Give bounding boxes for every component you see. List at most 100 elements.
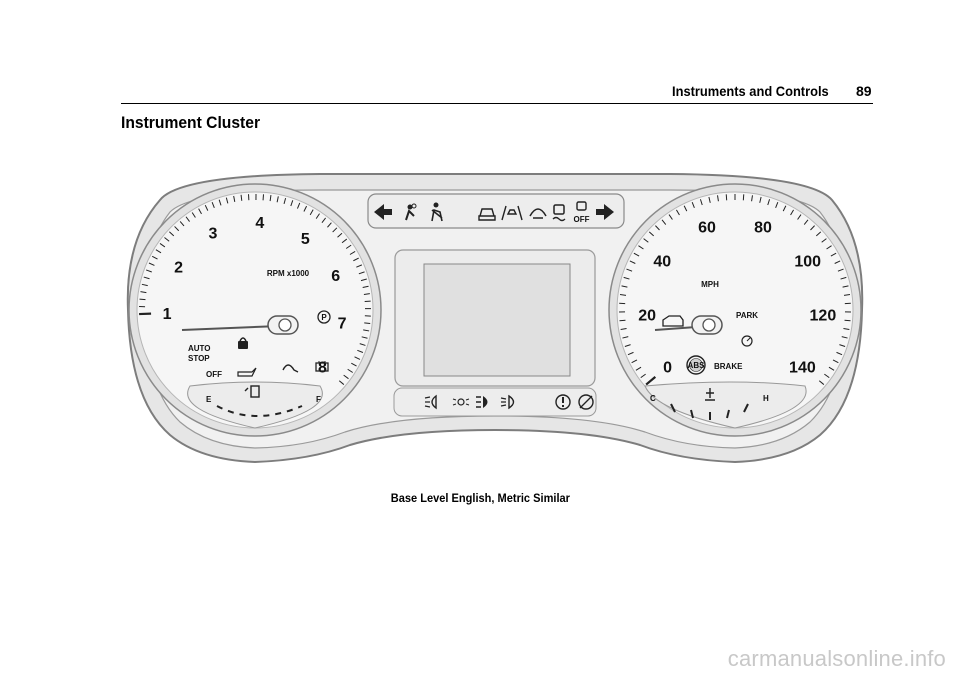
temp-gauge-ticks: [670, 403, 749, 420]
gauge-tick: [211, 202, 215, 208]
gauge-tick: [708, 196, 711, 203]
gauge-tick: [621, 285, 628, 288]
center-display-screen: [423, 263, 571, 377]
tach-number-2: 2: [174, 259, 183, 276]
temp-hot-label: H: [763, 394, 769, 403]
speed-number-20: 20: [638, 307, 656, 324]
gauge-tick: [643, 238, 649, 243]
gauge-tick: [655, 225, 660, 231]
gauge-tick: [842, 285, 849, 288]
headlamp-icon: [500, 394, 515, 410]
gauge-tick: [358, 271, 365, 275]
gauge-tick: [155, 249, 162, 254]
vehicle-ahead-icon: [478, 208, 496, 221]
check-engine-icon: [662, 315, 684, 327]
gauge-tick: [797, 214, 802, 220]
gauge-tick: [645, 376, 657, 386]
speed-number-60: 60: [698, 220, 716, 237]
gauge-tick: [828, 366, 835, 371]
tach-unit-label: RPM x1000: [267, 269, 310, 278]
gauge-tick: [309, 209, 314, 216]
gauge-tick: [218, 199, 222, 206]
gauge-tick: [191, 212, 196, 218]
gauge-tick: [164, 237, 170, 242]
gauge-tick: [351, 362, 357, 367]
section-title: Instrument Cluster: [121, 113, 261, 132]
coolant-temp-icon: [705, 388, 715, 401]
gauge-tick: [357, 349, 364, 353]
gauge-tick: [790, 209, 795, 216]
gauge-tick: [353, 257, 359, 262]
gauge-tick: [691, 202, 695, 208]
gauge-tick: [836, 351, 843, 356]
figure-caption: Base Level English, Metric Similar: [390, 491, 570, 505]
speed-number-100: 100: [794, 253, 821, 270]
gauge-tick: [332, 227, 338, 233]
tach-number-5: 5: [301, 231, 310, 248]
gauge-tick: [631, 359, 638, 364]
gauge-tick: [204, 204, 209, 211]
gauge-tick: [139, 298, 146, 301]
gauge-tick: [343, 374, 349, 380]
bottom-telltale-strip: [393, 387, 597, 417]
gauge-tick: [830, 252, 837, 257]
gauge-tick: [668, 214, 673, 220]
gauge-tick: [225, 197, 229, 204]
gauge-tick: [803, 219, 809, 225]
speed-number-80: 80: [754, 220, 772, 237]
svg-text:P: P: [321, 313, 327, 322]
gauge-tick: [269, 195, 272, 202]
parking-lamps-icon: [452, 398, 470, 406]
auto-stop-off-label: OFF: [206, 370, 222, 379]
gauge-tick: [338, 380, 345, 385]
fuel-empty-label: E: [206, 395, 212, 404]
gauge-tick: [341, 238, 348, 244]
gauge-tick: [626, 268, 633, 272]
gauge-tick: [148, 262, 155, 266]
gauge-tick: [640, 373, 646, 379]
gauge-tick: [327, 222, 332, 228]
park-brake-icon: P: [317, 310, 331, 324]
gauge-tick: [759, 196, 762, 203]
gauge-tick: [145, 269, 152, 273]
gauge-tick: [140, 291, 147, 294]
gauge-tick: [290, 200, 294, 207]
gauge-tick: [638, 245, 644, 250]
fuel-pump-icon: [244, 385, 260, 398]
gauge-tick: [363, 293, 370, 295]
gauge-tick: [624, 344, 631, 347]
gauge-tick: [826, 245, 832, 250]
fuel-gauge-ticks: [216, 405, 303, 417]
oil-pressure-icon: [237, 367, 257, 377]
gauge-tick: [818, 380, 825, 385]
abs-label: ABS: [688, 361, 706, 370]
header-rule: [121, 103, 873, 104]
gauge-tick: [843, 327, 850, 330]
gauge-tick: [198, 208, 202, 215]
gauge-tick: [276, 196, 279, 203]
gauge-tick: [839, 344, 846, 347]
fog-lamp-icon: [424, 394, 437, 410]
gauge-tick: [683, 205, 688, 212]
gauge-tick: [751, 195, 753, 202]
tach-number-8: 8: [318, 360, 327, 377]
gauge-tick: [141, 283, 148, 287]
gauge-tick: [834, 260, 841, 264]
speed-unit-label: MPH: [701, 280, 719, 289]
service-vehicle-icon: [282, 364, 299, 373]
speed-number-40: 40: [653, 253, 671, 270]
tach-number-7: 7: [338, 316, 347, 333]
fuel-full-label: F: [316, 395, 321, 404]
gauge-tick: [815, 231, 822, 237]
speed-limiter-icon: [578, 394, 594, 410]
gauge-tick: [296, 202, 301, 209]
gauge-tick: [810, 225, 815, 231]
brake-label: BRAKE: [714, 362, 743, 371]
gauge-tick: [821, 238, 827, 243]
seatbelt-icon: [431, 202, 443, 222]
tach-number-4: 4: [255, 215, 264, 232]
gauge-tick: [675, 209, 680, 216]
gauge-tick: [620, 327, 627, 330]
